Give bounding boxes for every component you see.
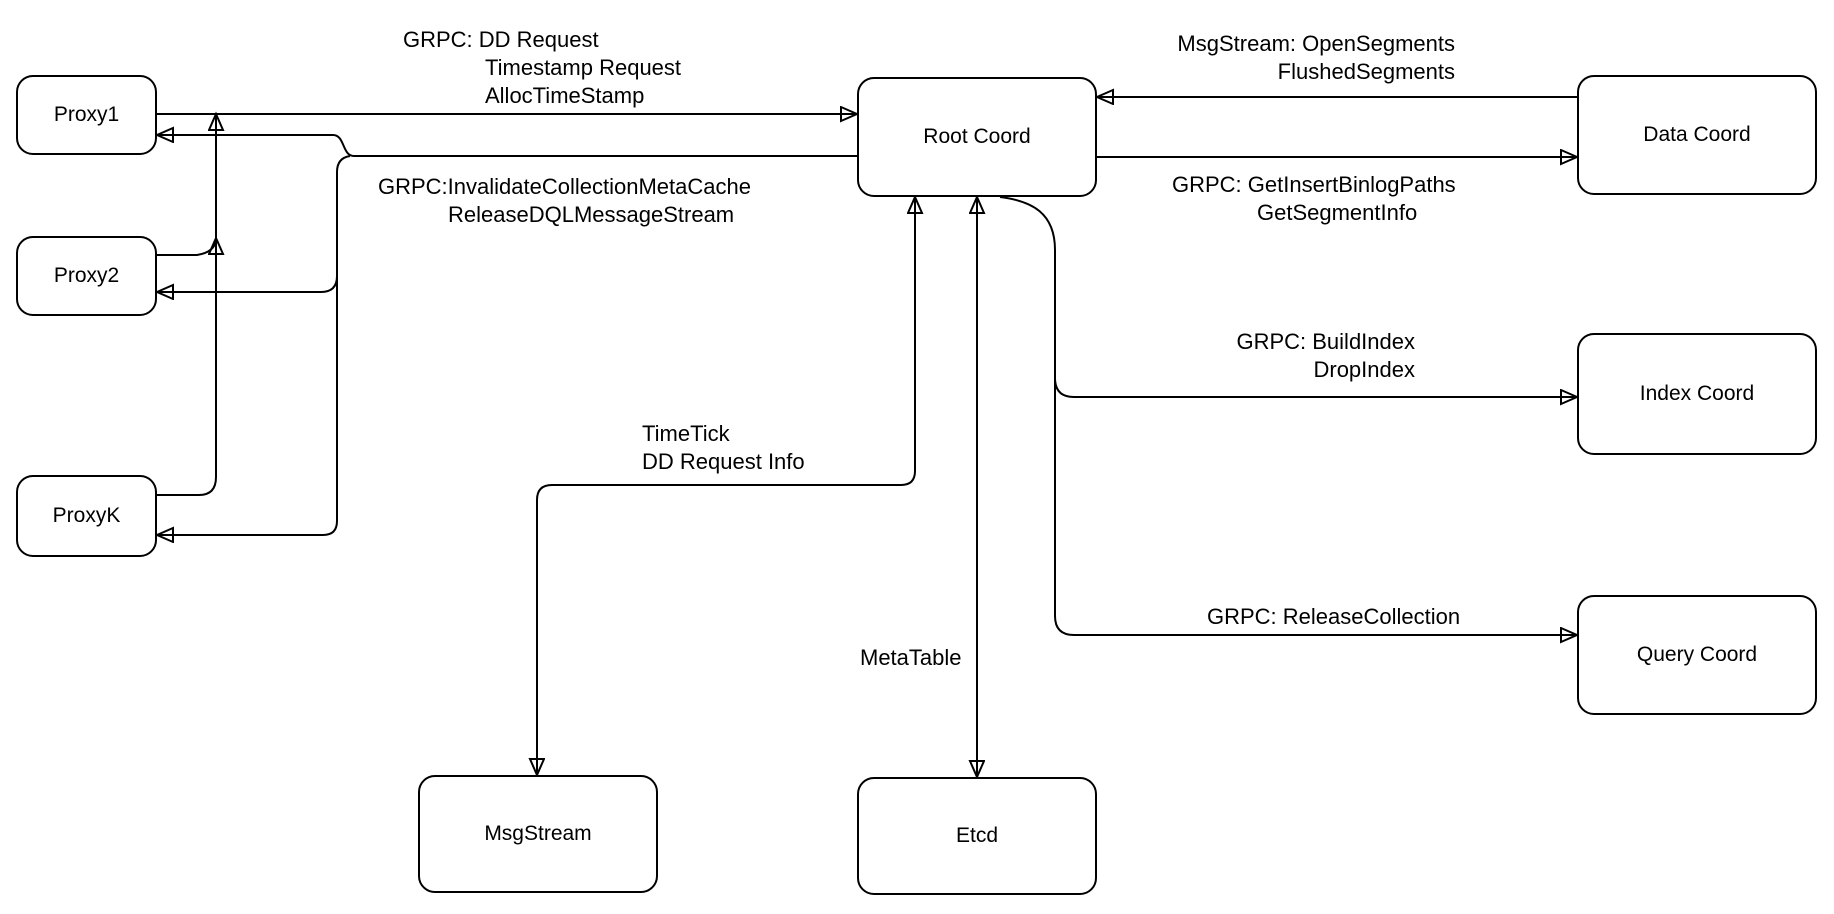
edge-rootcoord-to-proxyk-trunk	[157, 155, 351, 535]
node-proxyk: ProxyK	[16, 475, 157, 557]
node-query-coord: Query Coord	[1577, 595, 1817, 715]
edge-label-line: FlushedSegments	[1277, 59, 1455, 84]
node-msgstream-label: MsgStream	[484, 822, 592, 845]
edge-label-rootcoord-msgstream: TimeTick DD Request Info	[642, 420, 805, 476]
node-data-coord: Data Coord	[1577, 75, 1817, 195]
edge-label-rootcoord-to-querycoord: GRPC: ReleaseCollection	[1207, 603, 1460, 631]
edge-proxy2-join-trunk	[157, 238, 216, 256]
edge-label-line: GRPC: DD Request	[403, 27, 599, 52]
edge-label-line: GRPC: BuildIndex	[1236, 329, 1415, 354]
edge-label-line: GRPC: GetInsertBinlogPaths	[1172, 172, 1456, 197]
node-query-coord-label: Query Coord	[1636, 643, 1758, 666]
edge-label-datacoord-to-rootcoord: MsgStream: OpenSegments FlushedSegments	[1177, 30, 1455, 86]
edge-label-rootcoord-etcd: MetaTable	[860, 644, 962, 672]
edge-label-line: DropIndex	[1313, 357, 1415, 382]
edge-label-line: Timestamp Request	[485, 55, 682, 80]
edge-label-proxy-to-rootcoord: GRPC: DD Request Timestamp Request Alloc…	[403, 26, 681, 110]
node-index-coord: Index Coord	[1577, 333, 1817, 455]
node-proxy1-label: Proxy1	[53, 103, 120, 126]
edge-rootcoord-to-indexcoord	[1054, 377, 1577, 397]
edge-label-line: GRPC: ReleaseCollection	[1207, 604, 1461, 629]
edge-rootcoord-to-querycoord	[999, 196, 1577, 635]
edge-label-line: DD Request Info	[642, 449, 805, 474]
node-proxyk-label: ProxyK	[52, 504, 121, 527]
node-msgstream: MsgStream	[418, 775, 658, 893]
node-proxy2: Proxy2	[16, 236, 157, 316]
node-etcd: Etcd	[857, 777, 1097, 895]
edge-rootcoord-to-proxy2-branch	[157, 275, 338, 292]
edge-label-line: GRPC:InvalidateCollectionMetaCache	[378, 174, 751, 199]
edge-proxyk-up-trunk	[157, 114, 216, 496]
node-proxy1: Proxy1	[16, 75, 157, 155]
edge-label-rootcoord-to-indexcoord: GRPC: BuildIndex DropIndex	[1236, 328, 1415, 384]
edge-label-line: MetaTable	[860, 645, 962, 670]
edge-label-line: TimeTick	[642, 421, 730, 446]
edge-label-rootcoord-to-datacoord: GRPC: GetInsertBinlogPaths GetSegmentInf…	[1172, 171, 1456, 227]
edge-label-line: GetSegmentInfo	[1257, 200, 1418, 225]
node-root-coord-label: Root Coord	[923, 125, 1031, 148]
edge-label-line: ReleaseDQLMessageStream	[448, 202, 735, 227]
edge-rootcoord-to-proxy1	[157, 135, 857, 157]
edge-label-line: MsgStream: OpenSegments	[1177, 31, 1455, 56]
node-root-coord: Root Coord	[857, 77, 1097, 197]
node-index-coord-label: Index Coord	[1639, 382, 1755, 405]
edge-label-line: AllocTimeStamp	[485, 83, 645, 108]
node-data-coord-label: Data Coord	[1643, 123, 1751, 146]
edge-label-rootcoord-to-proxy: GRPC:InvalidateCollectionMetaCache Relea…	[378, 173, 751, 229]
edge-rootcoord-msgstream	[537, 197, 915, 775]
node-proxy2-label: Proxy2	[53, 264, 120, 287]
node-etcd-label: Etcd	[955, 824, 999, 847]
